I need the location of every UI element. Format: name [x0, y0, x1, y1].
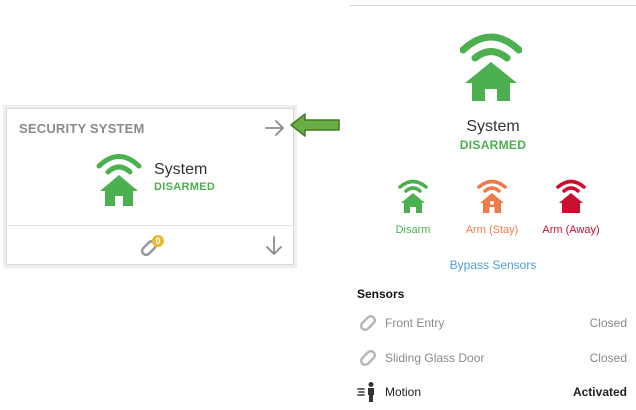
sensor-link-button[interactable]: 0 — [136, 233, 166, 259]
sensor-name: Sliding Glass Door — [385, 351, 485, 365]
motion-person-icon — [357, 382, 374, 402]
card-divider — [7, 225, 293, 226]
sensor-row-front-entry[interactable]: Front Entry Closed — [357, 312, 627, 334]
house-person-icon — [477, 179, 507, 213]
house-wifi-icon — [96, 154, 142, 206]
sensor-row-sliding-glass-door[interactable]: Sliding Glass Door Closed — [357, 347, 627, 369]
card-title: SECURITY SYSTEM — [19, 121, 145, 136]
card-system-status: DISARMED — [154, 181, 216, 193]
disarm-button[interactable]: Disarm — [373, 176, 453, 240]
disarm-label: Disarm — [395, 224, 431, 236]
house-wifi-icon — [460, 33, 522, 101]
sensor-count-badge: 0 — [152, 235, 164, 247]
green-arrow-left-icon — [290, 113, 340, 137]
sensor-state: Closed — [589, 351, 627, 365]
arrow-down-icon[interactable] — [263, 235, 285, 257]
chain-link-icon — [359, 314, 377, 332]
sensor-state: Activated — [572, 385, 627, 399]
chain-link-icon — [359, 349, 377, 367]
arm-stay-button[interactable]: Arm (Stay) — [452, 176, 532, 240]
sensor-state: Closed — [589, 316, 627, 330]
house-wifi-icon — [556, 179, 586, 213]
panel-top-border — [350, 5, 636, 6]
house-wifi-icon — [398, 179, 428, 213]
arrow-right-icon[interactable] — [264, 117, 286, 139]
sensor-name: Front Entry — [385, 316, 445, 330]
sensor-name: Motion — [385, 385, 422, 399]
panel-system-name: System — [466, 118, 520, 135]
card-system-name: System — [154, 161, 208, 178]
bypass-sensors-link[interactable]: Bypass Sensors — [449, 258, 537, 272]
arm-away-label: Arm (Away) — [542, 224, 600, 236]
sensors-heading: Sensors — [357, 287, 405, 301]
arm-stay-label: Arm (Stay) — [465, 224, 519, 236]
sensor-row-motion[interactable]: Motion Activated — [357, 381, 627, 403]
arm-away-button[interactable]: Arm (Away) — [531, 176, 611, 240]
security-system-card: SECURITY SYSTEM System DISARMED 0 — [6, 108, 294, 265]
panel-system-status: DISARMED — [459, 138, 527, 152]
